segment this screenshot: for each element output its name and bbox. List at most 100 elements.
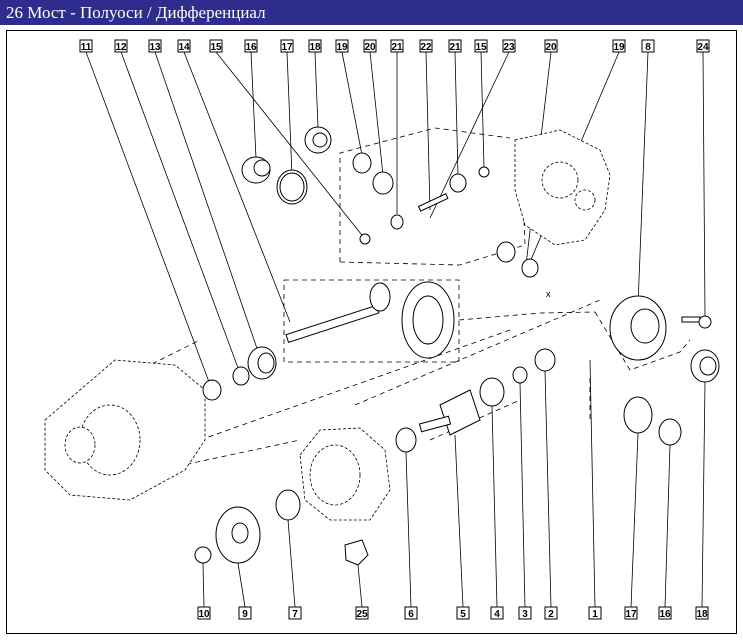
callout-top-16: 16 — [244, 39, 258, 53]
bolt-24 — [681, 316, 701, 323]
svg-text:21: 21 — [449, 42, 461, 53]
callout-bottom-16: 16 — [658, 606, 672, 620]
output-flange-5 — [439, 389, 481, 436]
bearing-race-16b — [658, 418, 682, 446]
leader-line — [454, 434, 464, 608]
dashed-guides — [119, 127, 691, 471]
washer-15b — [478, 166, 490, 178]
pinion-shaft-14 — [285, 304, 380, 343]
side-gear-20 — [372, 171, 394, 195]
window-title: 26 Мост - Полуоси / Дифференциал — [0, 0, 743, 25]
svg-text:17: 17 — [625, 609, 637, 620]
leader-line — [425, 51, 431, 211]
callout-bottom-4: 4 — [490, 606, 504, 620]
leader-line — [519, 382, 526, 608]
leader-line — [369, 51, 384, 176]
callout-bottom-3: 3 — [518, 606, 532, 620]
parts — [194, 126, 720, 566]
gearbox-housing — [514, 129, 611, 246]
svg-text:24: 24 — [697, 42, 709, 53]
washer-6 — [395, 427, 417, 453]
callout-top-21: 21 — [390, 39, 404, 53]
callout-bottom-9: 9 — [238, 606, 252, 620]
leader-line — [85, 51, 213, 391]
callout-bottom-5: 5 — [456, 606, 470, 620]
side-gear-20b — [496, 241, 516, 263]
leader-line — [589, 359, 596, 608]
svg-text:13: 13 — [149, 42, 161, 53]
washer-19b — [521, 258, 539, 278]
leader-line — [286, 51, 293, 176]
svg-text:2: 2 — [548, 609, 554, 620]
callout-top-23: 23 — [502, 39, 516, 53]
svg-text:18: 18 — [309, 42, 321, 53]
top-callout-row: 11 12 13 14 15 16 17 18 19 20 21 22 21 15 23 20 19 8 24 — [79, 39, 710, 53]
leader-line — [287, 519, 296, 608]
svg-text:20: 20 — [364, 42, 376, 53]
svg-text:21: 21 — [391, 42, 403, 53]
callout-top-11: 11 — [79, 39, 93, 53]
clip-25 — [344, 539, 369, 566]
svg-text:14: 14 — [178, 42, 190, 53]
svg-text:11: 11 — [81, 42, 92, 53]
bearing-2 — [534, 348, 556, 372]
svg-text:8: 8 — [645, 42, 651, 53]
svg-text:20: 20 — [545, 42, 557, 53]
svg-text:16: 16 — [659, 609, 671, 620]
callout-top-15: 15 — [209, 39, 223, 53]
leader-line — [341, 51, 363, 156]
svg-text:15: 15 — [210, 42, 222, 53]
callout-bottom-6: 6 — [404, 606, 418, 620]
callout-top-20: 20 — [363, 39, 377, 53]
washer-19 — [352, 152, 372, 174]
callout-top-19: 19 — [335, 39, 349, 53]
svg-text:23: 23 — [503, 42, 515, 53]
leader-line — [405, 451, 412, 608]
differential-housing — [299, 427, 391, 521]
planet-shaft-22 — [417, 193, 449, 212]
callout-bottom-7: 7 — [288, 606, 302, 620]
planet-gear-21 — [390, 214, 404, 230]
callout-bottom-17: 17 — [624, 606, 638, 620]
callout-bottom-18: 18 — [695, 606, 709, 620]
svg-text:7: 7 — [292, 609, 298, 620]
leader-line — [183, 51, 291, 323]
callout-top-18: 18 — [308, 39, 322, 53]
leader-line — [154, 51, 263, 364]
callout-bottom-10: 10 — [197, 606, 211, 620]
svg-text:5: 5 — [460, 609, 466, 620]
callout-top-12: 12 — [114, 39, 128, 53]
svg-text:4: 4 — [494, 609, 500, 620]
callout-top-19: 19 — [612, 39, 626, 53]
callout-top-17: 17 — [280, 39, 294, 53]
leader-line — [702, 51, 706, 317]
bearing-11 — [202, 379, 222, 401]
leader-line — [630, 432, 639, 608]
svg-text:1: 1 — [592, 609, 598, 620]
seal-4 — [479, 377, 505, 407]
race-3 — [512, 366, 528, 384]
svg-text:22: 22 — [420, 42, 432, 53]
callout-bottom-1: 1 — [588, 606, 602, 620]
callout-top-15: 15 — [474, 39, 488, 53]
leader-line — [429, 51, 510, 219]
leader-line — [454, 51, 459, 177]
leader-line — [250, 51, 257, 159]
seal-7 — [275, 489, 301, 521]
leader-line — [237, 562, 246, 608]
svg-text:6: 6 — [408, 609, 414, 620]
svg-text:3: 3 — [522, 609, 528, 620]
leader-line — [202, 562, 205, 608]
leader-line — [637, 51, 649, 306]
o-ring-17b — [623, 396, 653, 434]
svg-text:15: 15 — [475, 42, 487, 53]
callout-top-8: 8 — [641, 39, 655, 53]
annotation-x: x — [546, 289, 551, 299]
svg-text:9: 9 — [242, 609, 248, 620]
callout-top-13: 13 — [148, 39, 162, 53]
leader-line — [701, 381, 706, 608]
callout-top-22: 22 — [419, 39, 433, 53]
svg-text:12: 12 — [115, 42, 127, 53]
